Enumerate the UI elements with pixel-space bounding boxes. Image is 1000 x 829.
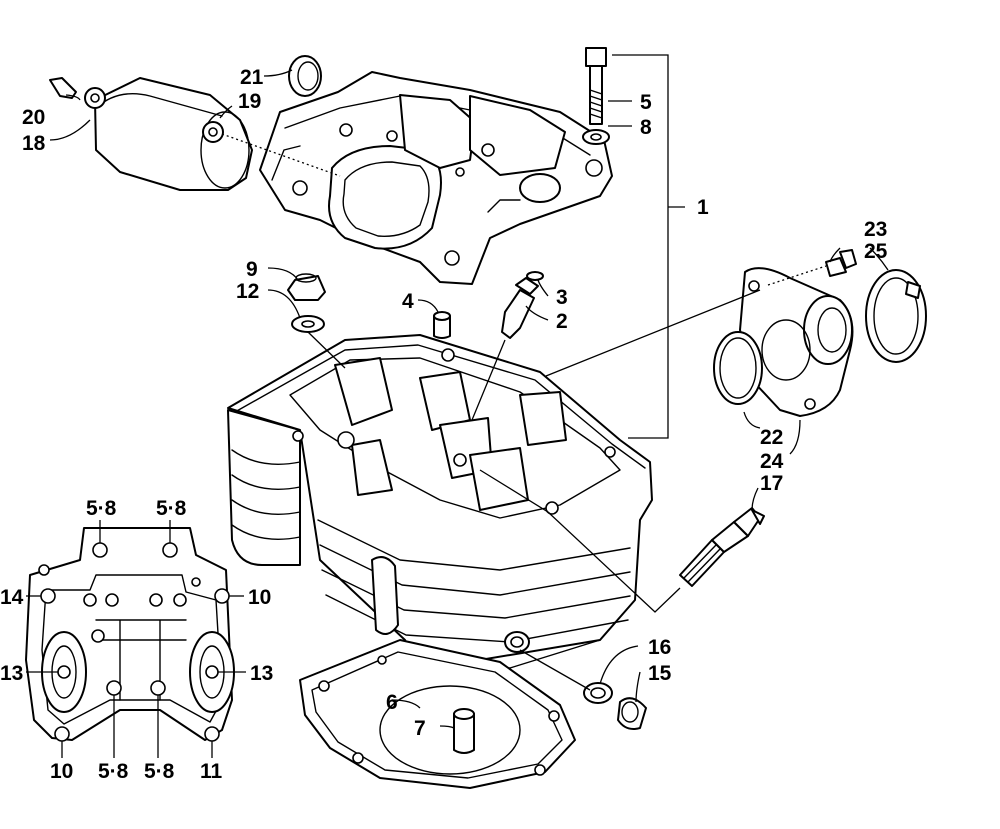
inset-label-13-right: 13 — [250, 662, 273, 685]
spark-plug — [679, 507, 765, 587]
callout-21: 21 — [240, 66, 264, 89]
callout-15: 15 — [648, 662, 672, 685]
callout-22: 22 — [760, 426, 783, 449]
callout-24: 24 — [760, 450, 784, 473]
inset-label-top-right: 5·8 — [156, 497, 187, 520]
dowel-pin-4 — [433, 311, 451, 339]
cover-bolt — [585, 47, 607, 125]
inset-label-bottom-mid-right: 5·8 — [144, 760, 175, 783]
callout-25: 25 — [864, 240, 888, 263]
cap-nut — [287, 273, 326, 301]
bracket-item-1 — [612, 54, 669, 439]
sealing-cap — [288, 55, 322, 97]
callout-23: 23 — [864, 218, 887, 241]
callout-3: 3 — [556, 286, 568, 309]
housing-bolt — [825, 249, 857, 277]
valve-cover — [259, 71, 613, 285]
callout-4: 4 — [402, 290, 414, 313]
hose-clamp — [865, 269, 927, 363]
callout-6: 6 — [386, 691, 398, 714]
valve-guide — [501, 271, 544, 339]
inset-label-13-left: 13 — [0, 662, 23, 685]
callout-9: 9 — [246, 258, 258, 281]
callout-12: 12 — [236, 280, 259, 303]
callout-2: 2 — [556, 310, 568, 333]
inset-label-10-right: 10 — [248, 586, 271, 609]
thermostat-housing — [739, 267, 854, 417]
callout-19: 19 — [238, 90, 261, 113]
inset-label-11: 11 — [200, 760, 223, 783]
callout-1: 1 — [697, 196, 709, 219]
o-ring-22 — [713, 331, 763, 405]
inset-label-bottom-mid-left: 5·8 — [98, 760, 129, 783]
callout-17: 17 — [760, 472, 783, 495]
callout-5: 5 — [640, 91, 652, 114]
drain-plug — [617, 697, 647, 730]
inset-label-10-bottom: 10 — [50, 760, 73, 783]
head-gasket — [299, 639, 576, 789]
callout-8: 8 — [640, 116, 652, 139]
inset-label-14: 14 — [0, 586, 24, 609]
inset-head-bolt-pattern — [25, 527, 235, 742]
cylinder-head — [227, 334, 653, 671]
callout-18: 18 — [22, 132, 46, 155]
inset-label-top-left: 5·8 — [86, 497, 117, 520]
callout-7: 7 — [414, 717, 426, 740]
dowel-pin — [453, 708, 475, 754]
callout-20: 20 — [22, 106, 45, 129]
camshaft-cover — [49, 77, 253, 191]
callout-16: 16 — [648, 636, 671, 659]
